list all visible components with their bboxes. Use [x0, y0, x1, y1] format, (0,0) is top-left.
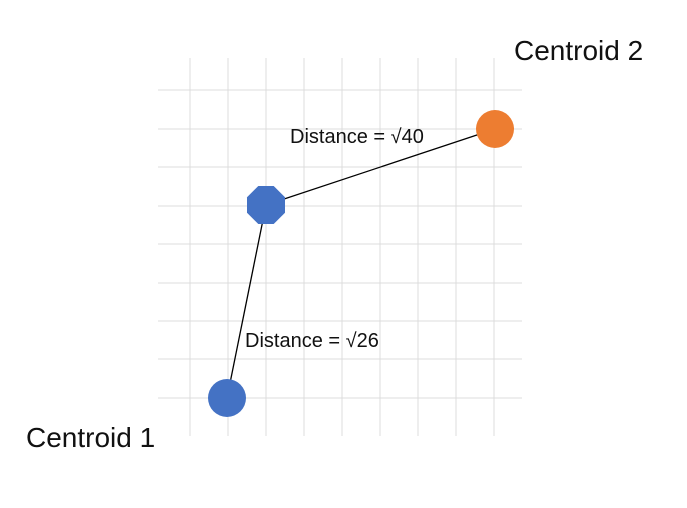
distance-line-to-centroid-2: [265, 128, 496, 206]
distance-label-upper: Distance = √40: [290, 126, 424, 148]
distance-label-lower: Distance = √26: [245, 330, 379, 352]
data-point-marker: [247, 186, 285, 224]
centroid-1-marker: [208, 379, 246, 417]
grid: [158, 58, 522, 436]
distance-line-to-centroid-1: [226, 204, 267, 399]
centroid-1-label: Centroid 1: [26, 422, 155, 453]
centroid-2-marker: [476, 110, 514, 148]
centroid-2-label: Centroid 2: [514, 35, 643, 66]
